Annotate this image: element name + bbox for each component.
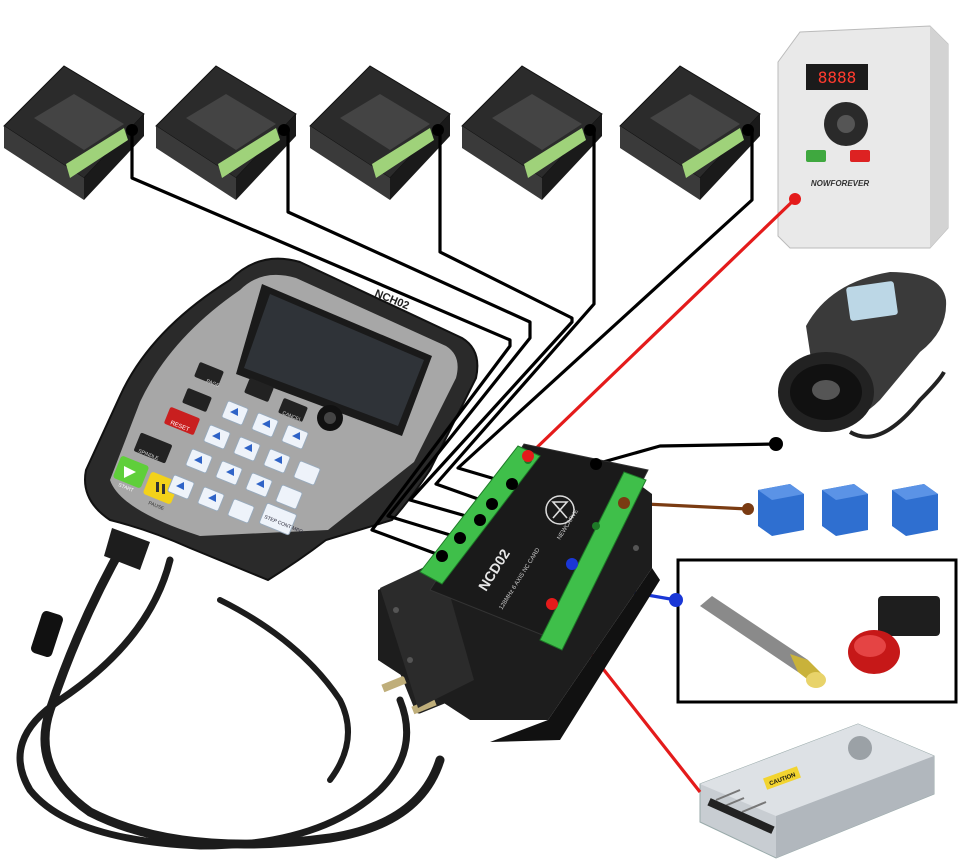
pendant-cable bbox=[16, 535, 445, 850]
wire-mpg bbox=[595, 442, 777, 466]
handheld-pendant: NCH02 PAGE CANCEL RESET SPINDLE START bbox=[84, 257, 479, 582]
pendant-cable-strain-relief bbox=[104, 528, 150, 570]
wire-driver-4 bbox=[434, 130, 596, 506]
vfd-display-text: 8888 bbox=[818, 68, 857, 87]
mpg-cable bbox=[848, 371, 946, 439]
power-supply: CAUTION bbox=[699, 723, 935, 859]
wire-driver-5 bbox=[456, 130, 754, 486]
stepper-driver-1 bbox=[3, 65, 145, 200]
pendant-page-label: PAGE bbox=[205, 378, 220, 389]
psu-caution-label bbox=[763, 766, 801, 790]
proximity-sensor bbox=[700, 596, 826, 688]
ferrite-core bbox=[31, 610, 63, 658]
mpg-screen bbox=[846, 281, 898, 321]
pendant-page-keys: PAGE CANCEL bbox=[182, 362, 308, 424]
controller-wire-dots bbox=[436, 450, 630, 610]
ncd02-controller: NCD02 128MHz 6 AXIS NC CARD NEWCARVE bbox=[378, 443, 660, 742]
pendant-arrow-icons bbox=[176, 408, 300, 502]
relay-1 bbox=[758, 484, 804, 536]
vfd-inverter: 8888 NOWFOREVER bbox=[777, 25, 949, 249]
svg-text:START: START bbox=[117, 482, 134, 494]
controller-logo bbox=[545, 495, 575, 525]
relay-3 bbox=[892, 484, 938, 536]
stepper-driver-3 bbox=[309, 65, 451, 200]
psu-fan bbox=[848, 736, 872, 760]
vfd-stop-button bbox=[850, 150, 870, 162]
wire-driver-3 bbox=[408, 130, 574, 522]
pendant-start-key: START bbox=[113, 456, 149, 494]
relay-2 bbox=[822, 484, 868, 536]
stepper-driver-4 bbox=[461, 65, 603, 200]
driver-3-connector-dot bbox=[432, 124, 444, 136]
psu-terminals bbox=[707, 798, 775, 834]
emergency-stop-button bbox=[848, 596, 940, 674]
vfd-run-button bbox=[806, 150, 826, 162]
stepper-driver-5 bbox=[619, 65, 761, 200]
wire-vfd bbox=[526, 197, 797, 458]
wire-driver-1 bbox=[130, 130, 512, 558]
mpg-handwheel bbox=[769, 272, 947, 451]
vfd-brand: NOWFOREVER bbox=[811, 179, 869, 188]
wire-driver-2 bbox=[286, 130, 532, 540]
vfd-display bbox=[806, 64, 868, 90]
stepper-driver-2 bbox=[155, 65, 297, 200]
